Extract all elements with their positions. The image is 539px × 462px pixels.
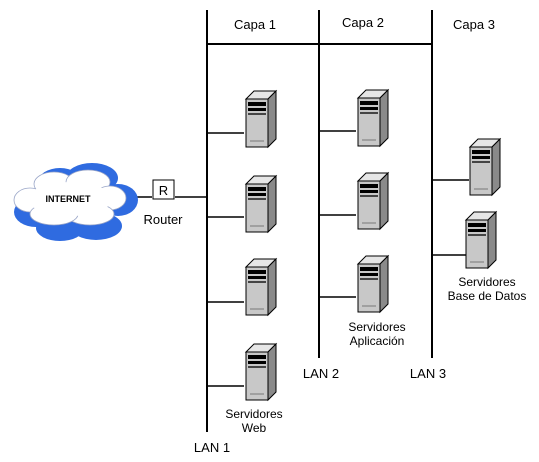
app-server-2-icon [357,172,389,230]
layer-2-label: Capa 2 [342,15,384,30]
router-symbol: R [159,183,168,198]
app-server-1-icon [357,89,389,147]
web-group-label-line1: Servidores [225,407,282,421]
web-server-1-icon [245,90,277,148]
layer-3-label: Capa 3 [453,17,495,32]
app-group-label-line1: Servidores [348,320,405,334]
internet-label: INTERNET [46,194,92,204]
app-server-3-icon [357,255,389,313]
lan-1-label: LAN 1 [194,440,230,455]
router-label: Router [143,212,183,227]
lan-lines [206,10,433,432]
cloud-icon [13,163,138,241]
web-server-4-icon [245,343,277,401]
web-group-label-line2: Web [242,421,267,435]
router-icon [152,179,175,200]
db-group-label-line2: Base de Datos [448,289,527,303]
db-server-1-icon [469,138,501,196]
server-links [207,130,469,387]
lan-3-label: LAN 3 [410,366,446,381]
db-group-label-line1: Servidores [458,275,515,289]
db-server-2-icon [465,211,497,269]
layer-1-label: Capa 1 [234,17,276,32]
lan-2-label: LAN 2 [303,366,339,381]
web-server-2-icon [245,175,277,233]
app-group-label-line2: Aplicación [350,334,405,348]
web-server-3-icon [245,258,277,316]
